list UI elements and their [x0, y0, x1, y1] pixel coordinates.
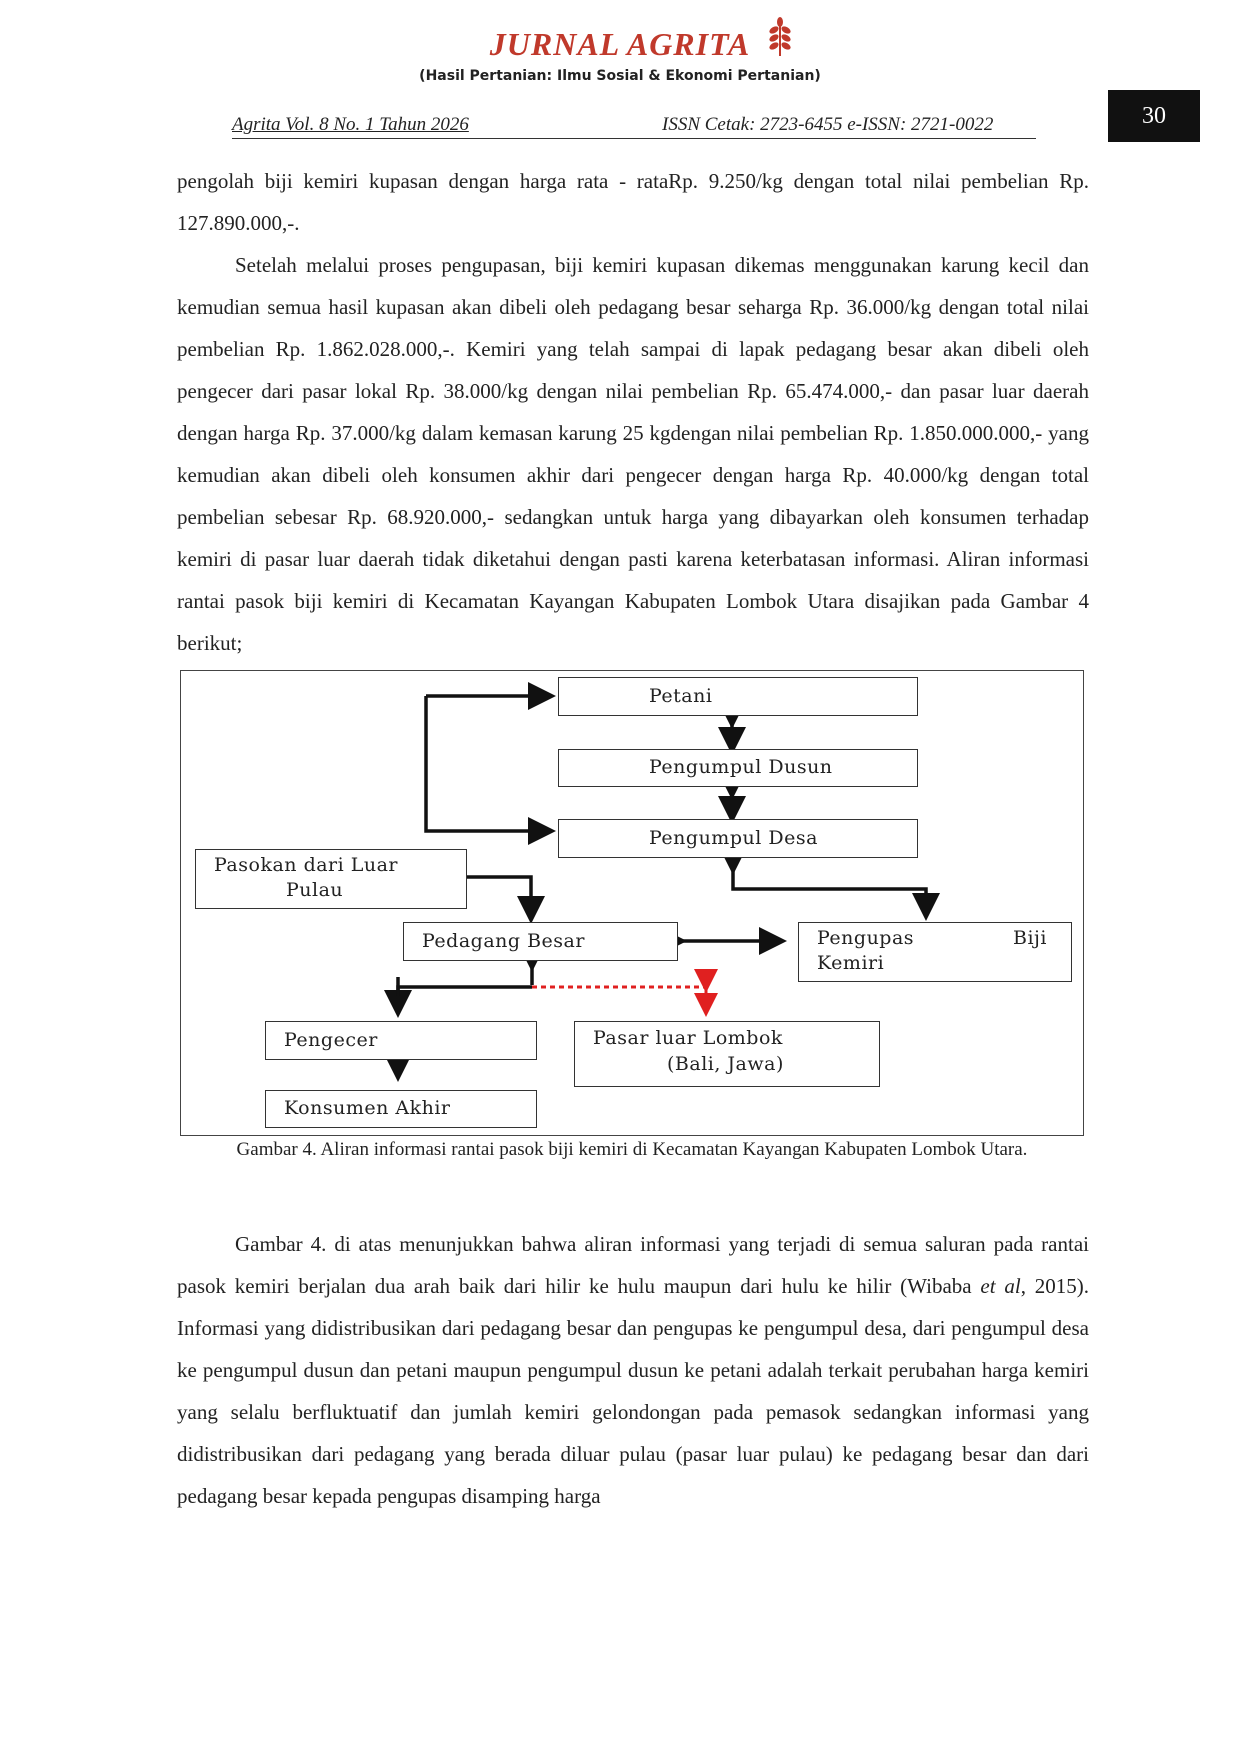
node-petani: Petani	[558, 677, 918, 716]
arrow-desa-pengupas	[719, 847, 940, 921]
arrow-to-pengecer	[384, 985, 532, 1018]
figure-caption: Gambar 4. Aliran informasi rantai pasok …	[236, 1139, 1028, 1160]
node-pengupas-biji: Biji	[1013, 927, 1048, 949]
node-pasokan-luar-pulau: Pasokan dari Luar Pulau	[195, 849, 467, 909]
node-pedagang-besar-label: Pedagang Besar	[422, 930, 585, 952]
node-pengumpul-dusun-label: Pengumpul Dusun	[649, 756, 833, 778]
issn-info: ISSN Cetak: 2723-6455 e-ISSN: 2721-0022	[662, 114, 994, 135]
node-pasar-line1: Pasar luar Lombok	[593, 1027, 783, 1049]
node-pengupas-word: Pengupas	[817, 927, 915, 949]
node-pasokan-line1: Pasokan dari Luar	[214, 854, 399, 876]
paragraph-2: Setelah melalui proses pengupasan, biji …	[177, 253, 1089, 655]
node-pengupas-biji-kemiri: Pengupas Biji Kemiri	[798, 922, 1072, 982]
node-pengecer-label: Pengecer	[284, 1029, 378, 1051]
paragraph-1: pengolah biji kemiri kupasan dengan harg…	[177, 169, 1089, 235]
journal-subtitle: (Hasil Pertanian: Ilmu Sosial & Ekonomi …	[419, 68, 821, 84]
wheat-icon	[765, 16, 795, 60]
node-pengumpul-desa: Pengumpul Desa	[558, 819, 918, 858]
body-text-top: pengolah biji kemiri kupasan dengan harg…	[177, 160, 1089, 664]
paragraph-3: Gambar 4. di atas menunjukkan bahwa alir…	[177, 1223, 1089, 1517]
node-pengecer: Pengecer	[265, 1021, 537, 1060]
node-petani-label: Petani	[649, 685, 713, 707]
citation-et-al: et al	[980, 1274, 1021, 1298]
body-text-bottom: Gambar 4. di atas menunjukkan bahwa alir…	[177, 1223, 1089, 1517]
arrow-pasokan-pedagang	[466, 875, 545, 924]
node-pasokan-line2: Pulau	[286, 879, 344, 901]
node-pengupas-kemiri: Kemiri	[817, 952, 885, 974]
node-konsumen-label: Konsumen Akhir	[284, 1097, 451, 1119]
node-pengumpul-dusun: Pengumpul Dusun	[558, 749, 918, 787]
arrow-loop-desa	[424, 696, 556, 845]
paragraph-3-part2: , 2015). Informasi yang didistribusikan …	[177, 1274, 1089, 1508]
diagram-connectors	[384, 682, 940, 1082]
paragraph-3-part1: Gambar 4. di atas menunjukkan bahwa alir…	[177, 1232, 1089, 1298]
node-konsumen-akhir: Konsumen Akhir	[265, 1090, 537, 1128]
journal-title: JURNAL AGRITA	[0, 17, 1240, 63]
volume-info: Agrita Vol. 8 No. 1 Tahun 2026	[232, 114, 469, 135]
node-pasar-line2: (Bali, Jawa)	[667, 1053, 784, 1075]
journal-name: JURNAL AGRITA	[489, 26, 751, 62]
page-number: 30	[1108, 90, 1200, 142]
node-pedagang-besar: Pedagang Besar	[403, 922, 678, 961]
node-pasar-luar-lombok: Pasar luar Lombok (Bali, Jawa)	[574, 1021, 880, 1087]
running-header: Agrita Vol. 8 No. 1 Tahun 2026 ISSN Ceta…	[232, 114, 1036, 139]
node-pengumpul-desa-label: Pengumpul Desa	[649, 827, 818, 849]
supply-chain-diagram: Petani Pengumpul Dusun Pengumpul Desa Pa…	[180, 670, 1084, 1136]
